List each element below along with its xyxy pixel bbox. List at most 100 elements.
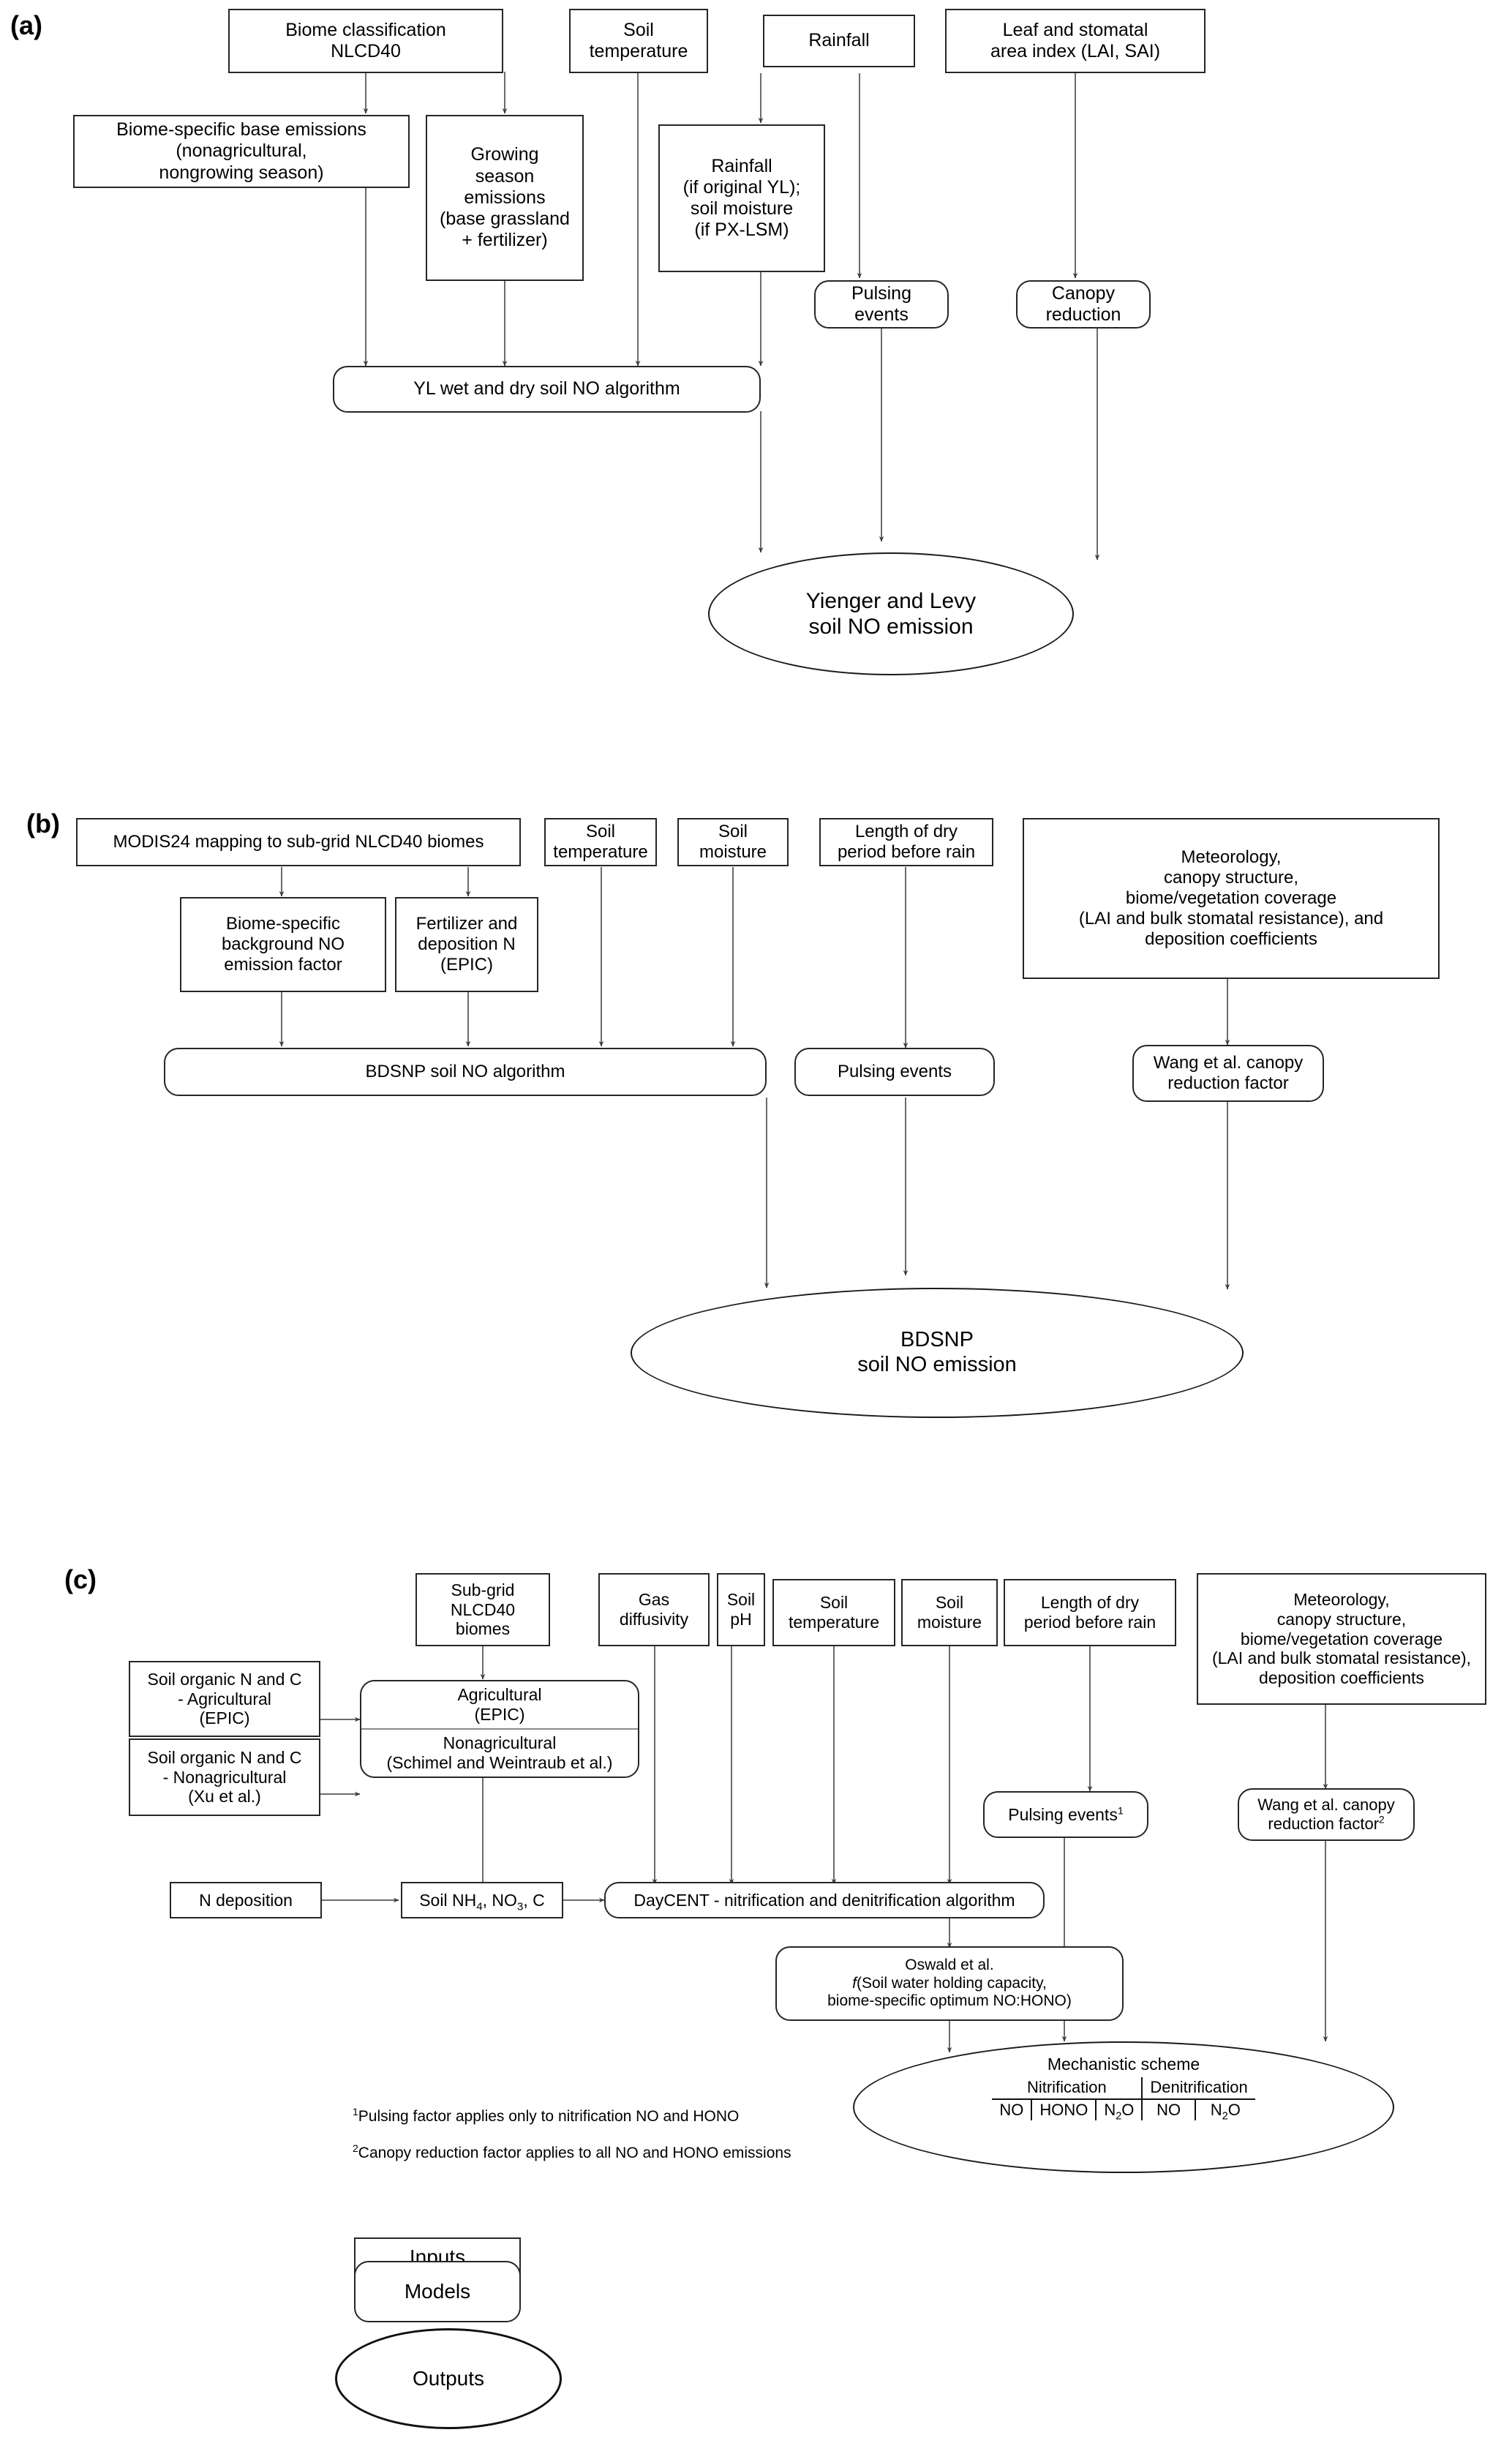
input-soil-temperature-c: Soil temperature [772, 1579, 895, 1646]
model-agricultural-epic-label: Agricultural (EPIC) [457, 1685, 542, 1724]
output-bdsnp-emission: BDSNP soil NO emission [631, 1288, 1244, 1418]
model-nonagricultural: Nonagricultural (Schimel and Weintraub e… [361, 1730, 638, 1777]
model-daycent-label: DayCENT - nitrification and denitrificat… [633, 1890, 1015, 1910]
input-soil-nutrients: Soil NH4, NO3, C [401, 1882, 563, 1918]
input-soil-temperature-a-label: Soil temperature [589, 19, 688, 61]
model-nonagricultural-label: Nonagricultural (Schimel and Weintraub e… [386, 1733, 613, 1772]
mechanistic-scheme-title: Mechanistic scheme [1047, 2055, 1200, 2074]
model-wang-canopy-c: Wang et al. canopy reduction factor2 [1238, 1788, 1415, 1841]
model-pulsing-events-a: Pulsing events [814, 280, 949, 329]
mechanistic-scheme-content: Mechanistic scheme Nitrification Denitri… [919, 2055, 1328, 2122]
input-background-no: Biome-specific background NO emission fa… [180, 897, 386, 992]
input-soil-moisture-b-label: Soil moisture [699, 821, 767, 862]
input-biome-classification-label: Biome classification NLCD40 [285, 19, 446, 61]
input-dry-period-c: Length of dry period before rain [1004, 1579, 1176, 1646]
input-modis24-label: MODIS24 mapping to sub-grid NLCD40 biome… [113, 831, 484, 852]
species-cell-1: HONO [1031, 2099, 1097, 2120]
input-soil-nutrients-label: Soil NH4, NO3, C [419, 1890, 545, 1913]
table-row-headers: Nitrification Denitrification [992, 2077, 1255, 2100]
input-soil-temperature-b: Soil temperature [544, 818, 657, 866]
panel-label-b: (b) [26, 809, 60, 839]
input-fertilizer-n: Fertilizer and deposition N (EPIC) [395, 897, 538, 992]
input-fertilizer-n-label: Fertilizer and deposition N (EPIC) [415, 913, 518, 975]
footnote-2: 2Canopy reduction factor applies to all … [353, 2142, 791, 2162]
footnote-2-marker: 2 [353, 2142, 358, 2154]
legend-outputs-label: Outputs [412, 2366, 485, 2390]
input-rainfall-moisture-label: Rainfall (if original YL); soil moisture… [682, 155, 801, 241]
input-background-no-label: Biome-specific background NO emission fa… [221, 913, 345, 975]
model-oswald-line2: (Soil water holding capacity, [856, 1974, 1047, 1992]
footnote-2-text: Canopy reduction factor applies to all N… [358, 2145, 791, 2161]
output-bdsnp-emission-label: BDSNP soil NO emission [857, 1328, 1017, 1376]
input-meteorology-b: Meteorology, canopy structure, biome/veg… [1023, 818, 1440, 979]
input-n-deposition: N deposition [170, 1882, 322, 1918]
input-base-emissions-label: Biome-specific base emissions (nonagricu… [116, 119, 366, 183]
model-bdsnp-algorithm: BDSNP soil NO algorithm [164, 1048, 767, 1096]
species-cell-4: N2O [1194, 2099, 1255, 2122]
input-rainfall-a: Rainfall [763, 15, 915, 67]
input-soil-temperature-b-label: Soil temperature [553, 821, 648, 862]
input-modis24: MODIS24 mapping to sub-grid NLCD40 biome… [76, 818, 521, 866]
input-growing-season-label: Growing season emissions (base grassland… [440, 144, 570, 251]
input-gas-diffusivity: Gas diffusivity [598, 1573, 710, 1646]
input-soil-moisture-c: Soil moisture [901, 1579, 998, 1646]
model-pulsing-events-a-label: Pulsing events [851, 282, 911, 325]
model-oswald: Oswald et al. f(Soil water holding capac… [775, 1946, 1124, 2021]
model-pulsing-events-b: Pulsing events [794, 1048, 995, 1096]
input-soil-organic-nonagricultural-label: Soil organic N and C - Nonagricultural (… [147, 1747, 302, 1807]
input-soil-moisture-c-label: Soil moisture [917, 1593, 982, 1632]
output-yl-emission-label: Yienger and Levy soil NO emission [805, 588, 977, 639]
col-header-denitrification: Denitrification [1141, 2077, 1255, 2100]
footnote-1-text: Pulsing factor applies only to nitrifica… [358, 2108, 740, 2125]
species-cell-3: NO [1141, 2099, 1195, 2120]
input-dry-period-c-label: Length of dry period before rain [1023, 1593, 1156, 1632]
input-soil-ph-label: Soil pH [726, 1590, 756, 1629]
input-lai-sai: Leaf and stomatal area index (LAI, SAI) [945, 9, 1206, 73]
model-pulsing-events-c: Pulsing events1 [983, 1791, 1148, 1838]
input-lai-sai-label: Leaf and stomatal area index (LAI, SAI) [990, 19, 1161, 61]
species-cell-2: N2O [1095, 2099, 1143, 2122]
input-subgrid-biomes: Sub-grid NLCD40 biomes [415, 1573, 550, 1646]
input-soil-organic-agricultural: Soil organic N and C - Agricultural (EPI… [129, 1661, 320, 1737]
input-soil-temperature-a: Soil temperature [569, 9, 708, 73]
model-wang-canopy-b-label: Wang et al. canopy reduction factor [1153, 1052, 1304, 1093]
model-oswald-line3: biome-specific optimum NO:HONO) [827, 1992, 1072, 2010]
model-daycent: DayCENT - nitrification and denitrificat… [604, 1882, 1045, 1918]
footnote-1: 1Pulsing factor applies only to nitrific… [353, 2106, 739, 2126]
input-meteorology-c-label: Meteorology, canopy structure, biome/veg… [1211, 1589, 1472, 1688]
model-wang-canopy-c-label: Wang et al. canopy reduction factor2 [1257, 1796, 1395, 1833]
species-cell-0: NO [999, 2101, 1024, 2119]
input-gas-diffusivity-label: Gas diffusivity [619, 1590, 689, 1629]
input-soil-moisture-b: Soil moisture [677, 818, 789, 866]
legend-models: Models [354, 2261, 521, 2322]
input-n-deposition-label: N deposition [199, 1890, 293, 1910]
panel-label-a: (a) [10, 10, 42, 40]
input-soil-organic-nonagricultural: Soil organic N and C - Nonagricultural (… [129, 1738, 320, 1816]
input-soil-temperature-c-label: Soil temperature [788, 1593, 879, 1632]
model-oswald-line1: Oswald et al. [905, 1957, 994, 1974]
input-dry-period-b: Length of dry period before rain [819, 818, 993, 866]
input-growing-season: Growing season emissions (base grassland… [426, 115, 584, 281]
input-rainfall-moisture: Rainfall (if original YL); soil moisture… [658, 124, 825, 272]
input-meteorology-c: Meteorology, canopy structure, biome/veg… [1197, 1573, 1486, 1705]
footnote-1-marker: 1 [353, 2106, 358, 2117]
model-oswald-label: Oswald et al. f(Soil water holding capac… [777, 1957, 1122, 2011]
input-biome-classification: Biome classification NLCD40 [228, 9, 503, 73]
input-soil-organic-agricultural-label: Soil organic N and C - Agricultural (EPI… [147, 1669, 302, 1728]
table-row-species: NO HONO N2O NO N2O [992, 2099, 1255, 2122]
model-wang-canopy-b: Wang et al. canopy reduction factor [1132, 1045, 1324, 1102]
model-pulsing-events-c-label: Pulsing events1 [1008, 1804, 1124, 1824]
mechanistic-scheme-table: Nitrification Denitrification NO HONO N2… [992, 2077, 1255, 2122]
model-oswald-f-italic: f [852, 1974, 857, 1992]
model-agricultural-epic: Agricultural (EPIC) [361, 1681, 638, 1730]
model-canopy-reduction-a: Canopy reduction [1016, 280, 1151, 329]
model-pulsing-events-b-label: Pulsing events [837, 1061, 952, 1081]
model-canopy-reduction-a-label: Canopy reduction [1045, 282, 1121, 325]
panel-label-c: (c) [64, 1564, 97, 1594]
input-soil-ph: Soil pH [717, 1573, 765, 1646]
input-meteorology-b-label: Meteorology, canopy structure, biome/veg… [1078, 847, 1384, 950]
model-agricultural-nonagricultural: Agricultural (EPIC) Nonagricultural (Sch… [360, 1680, 639, 1778]
legend-outputs: Outputs [335, 2328, 562, 2429]
input-subgrid-biomes-label: Sub-grid NLCD40 biomes [450, 1580, 516, 1639]
